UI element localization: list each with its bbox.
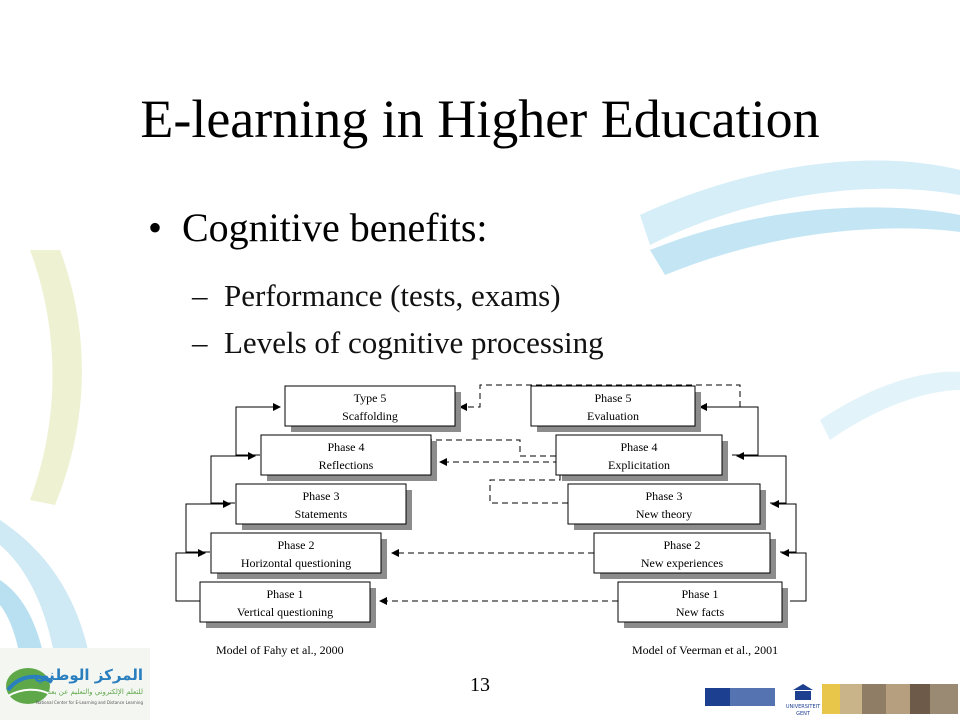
right-box-phase-2-line1: Phase 2: [664, 538, 701, 552]
footer-photo-2: [840, 684, 862, 714]
right-model-boxes: Phase 5 Evaluation Phase 4 Explicitation…: [530, 385, 788, 628]
footer-photo-6: [930, 684, 958, 714]
right-box-phase-2-line2: New experiences: [641, 556, 724, 570]
slide-title: E-learning in Higher Education: [140, 89, 820, 149]
right-box-phase-2: Phase 2 New experiences: [593, 532, 776, 579]
subitem-text: Levels of cognitive processing: [224, 325, 604, 360]
right-box-phase-1-line2: New facts: [676, 605, 725, 619]
left-box-phase-3-line1: Phase 3: [303, 489, 340, 503]
right-box-phase-3-line1: Phase 3: [646, 489, 683, 503]
national-center-logo: المركز الوطني للتعلم الإلكتروني والتعليم…: [0, 648, 150, 720]
subitem-performance: –Performance (tests, exams): [192, 280, 561, 311]
subitem-dash: –: [192, 325, 208, 360]
left-box-phase-1-line2: Vertical questioning: [237, 605, 333, 619]
university-city: GENT: [796, 711, 811, 717]
left-box-phase-2-line1: Phase 2: [278, 538, 315, 552]
bullet-dot: •: [148, 205, 163, 250]
left-box-type-5: Type 5 Scaffolding: [284, 385, 461, 432]
right-box-phase-5: Phase 5 Evaluation: [530, 385, 701, 432]
left-box-phase-3-line2: Statements: [295, 507, 348, 521]
left-box-phase-1: Phase 1 Vertical questioning: [199, 581, 376, 628]
right-box-phase-1: Phase 1 New facts: [617, 581, 788, 628]
slide-number: 13: [470, 674, 490, 696]
bullet-text: Cognitive benefits:: [182, 205, 488, 250]
logo-english-name: National Center for E-Learning and Dista…: [36, 700, 143, 705]
left-box-phase-4-line2: Reflections: [319, 458, 374, 472]
bullet-cognitive-benefits: • Cognitive benefits:: [148, 208, 488, 248]
university-gent-logo: UNIVERSITEIT GENT: [786, 684, 821, 717]
footer-photo-4: [886, 684, 910, 714]
left-box-phase-1-line1: Phase 1: [267, 587, 304, 601]
university-name: UNIVERSITEIT: [786, 704, 821, 710]
university-building-icon: [793, 684, 813, 690]
footer-strip: UNIVERSITEIT GENT: [705, 684, 958, 717]
right-box-phase-4: Phase 4 Explicitation: [555, 434, 728, 481]
left-model-boxes: Type 5 Scaffolding Phase 4 Reflections P…: [199, 385, 461, 628]
dashed-cross-links: [379, 384, 741, 605]
right-box-phase-5-line1: Phase 5: [595, 391, 632, 405]
footer-photo-1: [822, 684, 840, 714]
left-box-type-5-line1: Type 5: [354, 391, 387, 405]
left-box-phase-2-line2: Horizontal questioning: [241, 556, 351, 570]
left-box-phase-3: Phase 3 Statements: [235, 483, 412, 530]
right-box-phase-3: Phase 3 New theory: [567, 483, 766, 530]
left-box-phase-4-line1: Phase 4: [328, 440, 365, 454]
left-model-caption: Model of Fahy et al., 2000: [216, 643, 344, 657]
logo-arabic-name: المركز الوطني: [34, 666, 143, 684]
subitem-cognitive-processing: –Levels of cognitive processing: [192, 327, 604, 358]
subitem-text: Performance (tests, exams): [224, 278, 561, 313]
left-box-phase-2: Phase 2 Horizontal questioning: [210, 532, 387, 579]
footer-photo-3: [862, 684, 886, 714]
right-box-phase-4-line1: Phase 4: [621, 440, 658, 454]
right-model-caption: Model of Veerman et al., 2001: [632, 643, 778, 657]
left-model-connectors: [175, 403, 281, 602]
right-box-phase-1-line1: Phase 1: [682, 587, 719, 601]
right-model-connectors: [699, 403, 807, 602]
footer-photo-5: [910, 684, 930, 714]
logo-arabic-subtitle: للتعلم الإلكتروني والتعليم عن بعد: [48, 688, 143, 696]
right-box-phase-3-line2: New theory: [636, 507, 692, 521]
left-box-phase-4: Phase 4 Reflections: [260, 434, 437, 481]
subitem-dash: –: [192, 278, 208, 313]
left-box-type-5-line2: Scaffolding: [342, 409, 398, 423]
right-box-phase-5-line2: Evaluation: [587, 409, 639, 423]
right-box-phase-4-line2: Explicitation: [608, 458, 670, 472]
